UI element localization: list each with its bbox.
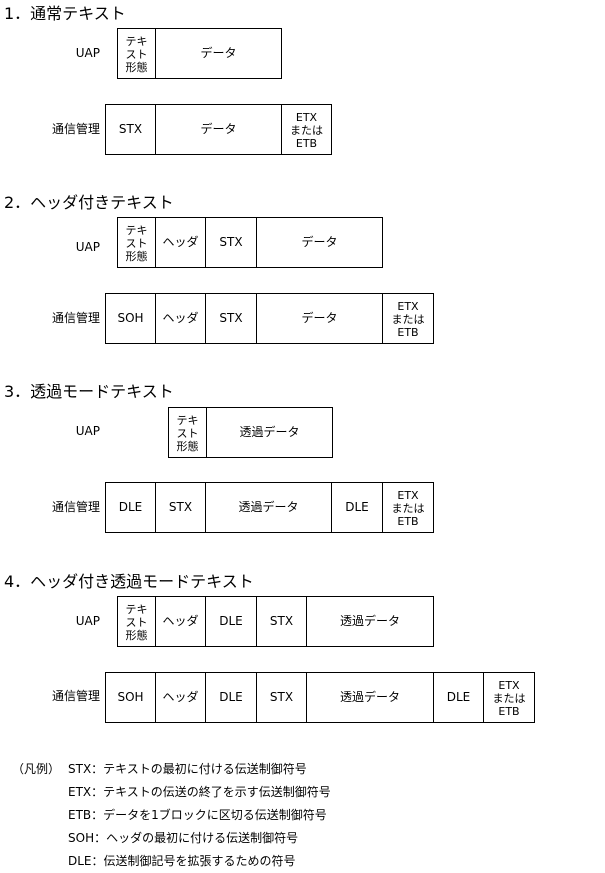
comm-cell-2-1: SOH: [105, 293, 156, 344]
legend-row-4: SOH：ヘッダの最初に付ける伝送制御符号: [12, 827, 331, 850]
uap-cell-3-2: 透過データ: [206, 407, 333, 458]
comm-cell-4-3: DLE: [205, 672, 257, 723]
comm-cell-1-3: ETX または ETB: [281, 104, 332, 155]
comm-label-3: 通信管理: [51, 500, 100, 514]
section-title-2: 2．ヘッダ付きテキスト: [4, 193, 174, 212]
uap-label-1: UAP: [75, 46, 100, 60]
legend: （凡例） STX：テキストの最初に付ける伝送制御符号 ETX：テキストの伝送の終…: [12, 758, 331, 873]
comm-cell-4-7: ETX または ETB: [483, 672, 535, 723]
legend-row-5: DLE：伝送制御記号を拡張するための符号: [12, 850, 331, 873]
uap-cell-2-4: データ: [256, 217, 383, 268]
comm-cell-3-4: DLE: [331, 482, 383, 533]
comm-cell-3-5: ETX または ETB: [382, 482, 434, 533]
comm-cell-3-1: DLE: [105, 482, 156, 533]
comm-cell-1-1: STX: [105, 104, 156, 155]
comm-cell-1-2: データ: [155, 104, 282, 155]
uap-label-4: UAP: [75, 614, 100, 628]
comm-cell-2-5: ETX または ETB: [382, 293, 434, 344]
section-title-4: 4．ヘッダ付き透過モードテキスト: [4, 572, 254, 591]
uap-cell-2-1: テキ スト 形態: [117, 217, 156, 268]
comm-cell-2-2: ヘッダ: [155, 293, 206, 344]
uap-cell-1-2: データ: [155, 28, 282, 79]
legend-item-dle: DLE：伝送制御記号を拡張するための符号: [68, 854, 296, 868]
comm-label-1: 通信管理: [51, 122, 100, 136]
uap-cell-4-5: 透過データ: [306, 596, 434, 647]
uap-cell-4-4: STX: [256, 596, 307, 647]
comm-cell-4-6: DLE: [433, 672, 484, 723]
comm-cell-2-3: STX: [205, 293, 257, 344]
uap-cell-4-1: テキ スト 形態: [117, 596, 156, 647]
uap-cell-3-1: テキ スト 形態: [168, 407, 207, 458]
uap-label-3: UAP: [75, 424, 100, 438]
legend-item-etb: ETB：データを1ブロックに区切る伝送制御符号: [68, 808, 327, 822]
legend-row-1: （凡例） STX：テキストの最初に付ける伝送制御符号: [12, 758, 331, 781]
uap-cell-2-2: ヘッダ: [155, 217, 206, 268]
uap-cell-2-3: STX: [205, 217, 257, 268]
legend-item-stx: STX：テキストの最初に付ける伝送制御符号: [68, 762, 307, 776]
legend-row-2: ETX：テキストの伝送の終了を示す伝送制御符号: [12, 781, 331, 804]
uap-cell-4-2: ヘッダ: [155, 596, 206, 647]
comm-cell-4-4: STX: [256, 672, 307, 723]
comm-cell-3-3: 透過データ: [205, 482, 332, 533]
uap-cell-1-1: テキ スト 形態: [117, 28, 156, 79]
legend-heading: （凡例）: [12, 762, 61, 776]
section-title-1: 1．通常テキスト: [4, 4, 126, 23]
legend-item-soh: SOH：ヘッダの最初に付ける伝送制御符号: [68, 831, 299, 845]
comm-label-2: 通信管理: [51, 311, 100, 325]
uap-label-2: UAP: [75, 240, 100, 254]
uap-cell-4-3: DLE: [205, 596, 257, 647]
comm-cell-4-1: SOH: [105, 672, 156, 723]
legend-item-etx: ETX：テキストの伝送の終了を示す伝送制御符号: [68, 785, 331, 799]
legend-row-3: ETB：データを1ブロックに区切る伝送制御符号: [12, 804, 331, 827]
comm-label-4: 通信管理: [51, 689, 100, 703]
comm-cell-2-4: データ: [256, 293, 383, 344]
section-title-3: 3．透過モードテキスト: [4, 382, 174, 401]
comm-cell-4-5: 透過データ: [306, 672, 434, 723]
comm-cell-4-2: ヘッダ: [155, 672, 206, 723]
comm-cell-3-2: STX: [155, 482, 206, 533]
